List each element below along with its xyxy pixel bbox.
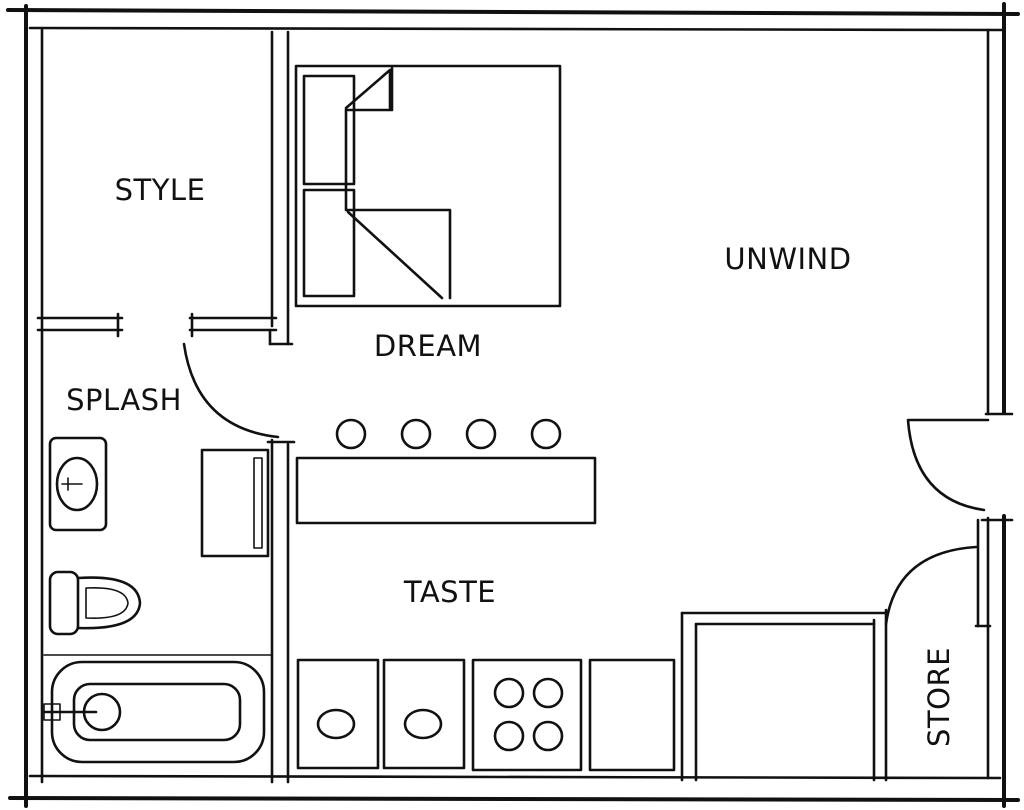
kitchen-sink xyxy=(316,708,356,740)
burner xyxy=(493,720,525,752)
stove xyxy=(471,658,583,772)
kitchen-counter xyxy=(296,658,676,772)
bar-stool xyxy=(465,418,497,450)
bed xyxy=(294,64,562,308)
storage-door xyxy=(884,545,978,626)
room-label-unwind: UNWIND xyxy=(724,242,851,276)
room-label-style: STYLE xyxy=(115,173,206,207)
outer-walls xyxy=(6,2,1020,808)
burner xyxy=(532,677,564,709)
doors xyxy=(182,342,990,626)
bar-counter xyxy=(295,418,597,525)
bar-stool xyxy=(400,418,432,450)
room-label-dream: DREAM xyxy=(374,329,482,363)
interior-walls xyxy=(36,30,992,784)
bathroom-door xyxy=(182,342,280,439)
dishwasher xyxy=(588,658,676,772)
refrigerator xyxy=(200,448,270,558)
bar-stool xyxy=(335,418,367,450)
burner xyxy=(493,677,525,709)
kitchen-sink xyxy=(403,708,443,740)
room-label-store: STORE xyxy=(922,647,956,747)
room-label-splash: SPLASH xyxy=(66,383,182,417)
entry-door xyxy=(906,418,990,512)
room-label-taste: TASTE xyxy=(403,575,496,609)
burner xyxy=(532,720,564,752)
toilet xyxy=(48,570,142,636)
bathtub xyxy=(42,660,266,764)
bar-stool xyxy=(530,418,562,450)
bathroom-sink xyxy=(48,436,108,532)
